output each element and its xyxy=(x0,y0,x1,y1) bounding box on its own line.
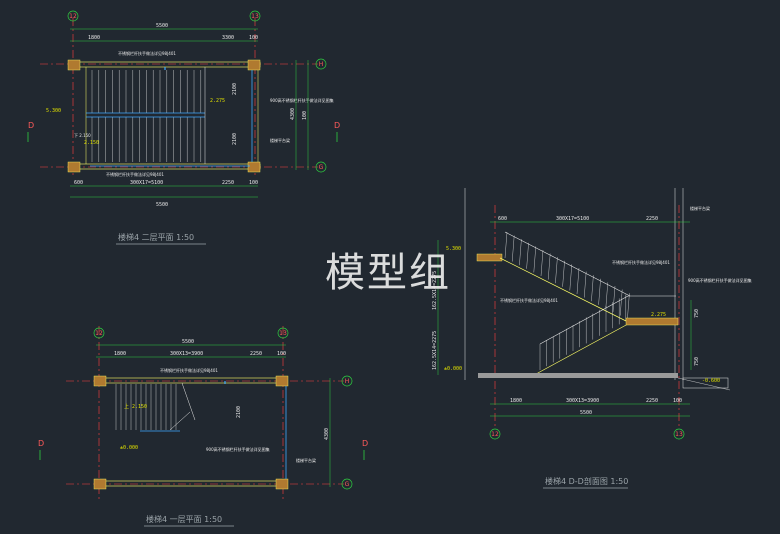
axis-label-12: 12 xyxy=(95,330,103,337)
baluster xyxy=(627,293,630,320)
stair-slab xyxy=(535,323,629,375)
baluster xyxy=(533,246,536,273)
baluster xyxy=(512,235,515,262)
axis-label-g: G xyxy=(319,164,324,171)
baluster xyxy=(562,260,565,287)
level-floor: ±0.000 xyxy=(120,445,138,451)
plan-first-floor: 12 13 H G 5500 1800 300X13=3900 2250 100… xyxy=(38,326,368,527)
note-rail-top: 不锈钢栏杆扶手做法详见98J401 xyxy=(160,367,218,373)
note-rail-1: 不锈钢栏杆扶手做法详见98J401 xyxy=(612,259,670,265)
dim-right-1: 2100 xyxy=(236,406,242,418)
baluster xyxy=(620,289,623,316)
level-top: 5.300 xyxy=(446,246,461,252)
dim-right-2: 2100 xyxy=(232,133,238,145)
dim-top-1: 600 xyxy=(498,216,507,222)
axis-label-13: 13 xyxy=(675,431,683,438)
dim-total-top: 5500 xyxy=(156,23,168,29)
handrail xyxy=(504,231,631,297)
dim-bot-total: 5500 xyxy=(580,410,592,416)
title-plan2: 楼梯4 二层平面 1:50 xyxy=(118,232,194,242)
dim-top-3: 100 xyxy=(249,35,258,41)
level-up: 上 2.150 xyxy=(124,403,147,410)
handrail xyxy=(539,295,629,345)
plan-second-floor: 12 13 H G 5500 1800 3300 100 不锈钢栏杆扶手做法详见… xyxy=(27,10,340,245)
axis-label-13: 13 xyxy=(279,330,287,337)
dim-left-lower: 162.5X14=2275 xyxy=(432,331,438,370)
axis-label-12: 12 xyxy=(491,431,499,438)
level-2150: 2.150 xyxy=(84,140,99,146)
baluster xyxy=(569,264,572,291)
axis-label-h: H xyxy=(345,378,350,385)
note-rail-top: 不锈钢栏杆扶手做法详见98J401 xyxy=(118,50,176,56)
baluster xyxy=(598,278,601,305)
note-rail-mid: 900高不锈钢栏杆扶手做法详见图集 xyxy=(206,446,270,452)
stair-slab xyxy=(499,257,629,323)
dim-top-2: 300X17=5100 xyxy=(556,216,589,222)
dim-top-2: 3300 xyxy=(222,35,234,41)
baluster xyxy=(605,282,608,309)
section-mark-left: D xyxy=(28,121,34,130)
dim-left-upper: 162.5X14=2275 xyxy=(432,271,438,310)
baluster xyxy=(526,242,529,269)
axis-label-g: G xyxy=(345,481,350,488)
dim-right-total: 4300 xyxy=(290,108,296,120)
note-beam: 楼梯平台梁 xyxy=(270,137,290,143)
dim-bot-4: 100 xyxy=(673,398,682,404)
baluster xyxy=(576,267,580,295)
section-mark-right: D xyxy=(334,121,340,130)
dim-bot-3: 2250 xyxy=(222,180,234,186)
note-rail-2: 不锈钢栏杆扶手做法详见98J401 xyxy=(500,297,558,303)
dim-top-4: 100 xyxy=(277,351,286,357)
section-mark-left: D xyxy=(38,439,44,448)
dim-bot-3: 2250 xyxy=(646,398,658,404)
note-beam: 楼梯平台梁 xyxy=(296,457,316,463)
dim-top-3: 2250 xyxy=(250,351,262,357)
watermark-text: 模型组 xyxy=(325,250,451,296)
note-rail-bottom: 不锈钢栏杆扶手做法详见98J401 xyxy=(106,171,164,177)
note-beam: 楼梯平台梁 xyxy=(690,205,710,211)
dim-bot-2: 300X17=5100 xyxy=(130,180,163,186)
axis-label-h: H xyxy=(319,61,324,68)
baluster xyxy=(540,249,544,277)
section-dd: 12 13 600 300X17=5100 2250 5.300 2.275 ±… xyxy=(432,188,752,489)
dim-top-2: 300X13=3900 xyxy=(170,351,203,357)
dim-right-1: 750 xyxy=(694,309,700,318)
dim-right-total: 4300 xyxy=(324,428,330,440)
dim-top-3: 2250 xyxy=(646,216,658,222)
level-2275: 2.275 xyxy=(210,98,225,104)
axis-label-12: 12 xyxy=(69,13,77,20)
dim-bot-4: 100 xyxy=(249,180,258,186)
dim-total-top: 5500 xyxy=(182,339,194,345)
baluster xyxy=(519,239,522,266)
baluster xyxy=(584,271,587,298)
note-down: 下 2.150 xyxy=(74,133,91,138)
dim-bot-2: 300X13=3900 xyxy=(566,398,599,404)
dim-top-1: 1800 xyxy=(114,351,126,357)
baluster xyxy=(612,285,616,313)
dim-right-1: 2100 xyxy=(232,83,238,95)
level-5300: 5.300 xyxy=(46,108,61,114)
dim-bot-1: 600 xyxy=(74,180,83,186)
baluster xyxy=(548,253,551,280)
level-ground: -0.600 xyxy=(702,378,720,384)
dim-top-1: 1800 xyxy=(88,35,100,41)
level-floor: ±0.000 xyxy=(444,366,462,372)
section-mark-right: D xyxy=(362,439,368,448)
title-plan1: 楼梯4 一层平面 1:50 xyxy=(146,514,222,524)
level-mid: 2.275 xyxy=(651,312,666,318)
dim-right-3: 100 xyxy=(302,111,308,120)
dim-bot-total: 5500 xyxy=(156,202,168,208)
dim-right-2: 750 xyxy=(694,357,700,366)
baluster xyxy=(591,275,594,302)
axis-label-13: 13 xyxy=(251,13,259,20)
dim-bot-1: 1800 xyxy=(510,398,522,404)
note-rail-right: 900高不锈钢栏杆扶手做法详见图集 xyxy=(270,97,334,103)
title-section: 楼梯4 D-D剖面图 1:50 xyxy=(545,476,628,486)
baluster xyxy=(504,231,508,259)
baluster xyxy=(555,257,558,284)
note-rail-3: 900高不锈钢栏杆扶手做法详见图集 xyxy=(688,277,752,283)
